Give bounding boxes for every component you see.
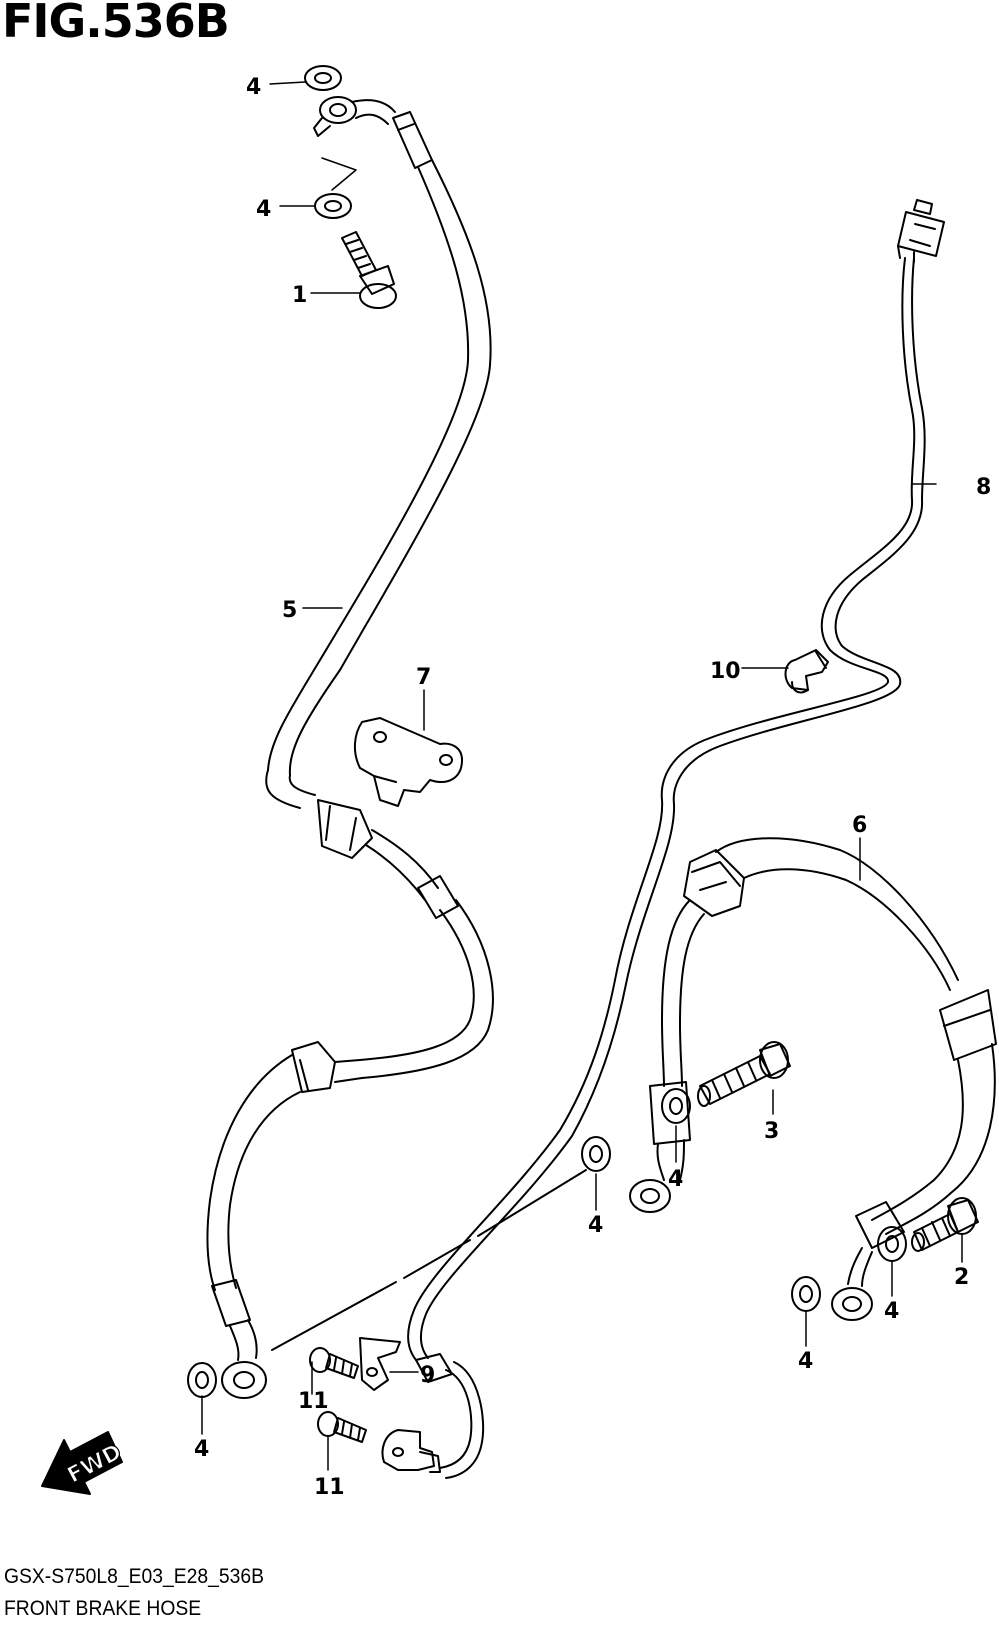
clamp-9 — [359, 1337, 401, 1391]
callout-label: 10 — [710, 659, 741, 684]
brake-hose-6 — [629, 837, 997, 1321]
callout-label: 11 — [298, 1389, 329, 1414]
washer-icon — [314, 193, 352, 219]
callout-label: 9 — [420, 1363, 435, 1388]
washer-icon — [661, 1088, 691, 1124]
union-bolt-1 — [341, 231, 397, 309]
callout-label: 4 — [256, 197, 271, 222]
washer-icon — [187, 1362, 217, 1398]
bracket-7 — [354, 717, 463, 807]
washer-icon — [581, 1136, 611, 1172]
callout-label: 5 — [282, 598, 297, 623]
routing-reference-line — [271, 1169, 587, 1351]
washer-icon — [877, 1226, 907, 1262]
callout-label: 1 — [292, 283, 307, 308]
bolt-11-icon — [309, 1347, 359, 1379]
bolt-11-icon — [317, 1411, 367, 1443]
leader-lines — [201, 81, 963, 1471]
washer-icon — [304, 65, 342, 91]
wheel-speed-wire-8 — [381, 199, 945, 1479]
callout-label: 7 — [416, 665, 431, 690]
callout-label: 3 — [764, 1119, 779, 1144]
figure-title: FIG.536B — [2, 0, 230, 48]
callout-label: 4 — [884, 1299, 899, 1324]
washer-icon — [791, 1276, 821, 1312]
model-code: GSX-S750L8_E03_E28_536B — [4, 1565, 264, 1588]
callout-label: 6 — [852, 813, 867, 838]
callout-label: 8 — [976, 475, 991, 500]
callout-label: 4 — [668, 1167, 683, 1192]
callout-label: 4 — [798, 1349, 813, 1374]
callout-label: 11 — [314, 1475, 345, 1500]
figure-caption: FRONT BRAKE HOSE — [4, 1597, 202, 1620]
callout-label: 2 — [954, 1265, 969, 1290]
union-bolt-2 — [911, 1197, 979, 1252]
clamp-10 — [784, 649, 829, 694]
callout-label: 4 — [246, 75, 261, 100]
fwd-arrow-icon — [41, 1431, 123, 1495]
brake-hose-5 — [206, 96, 494, 1399]
callout-label: 4 — [194, 1437, 209, 1462]
callout-label: 4 — [588, 1213, 603, 1238]
union-bolt-3 — [697, 1041, 791, 1107]
